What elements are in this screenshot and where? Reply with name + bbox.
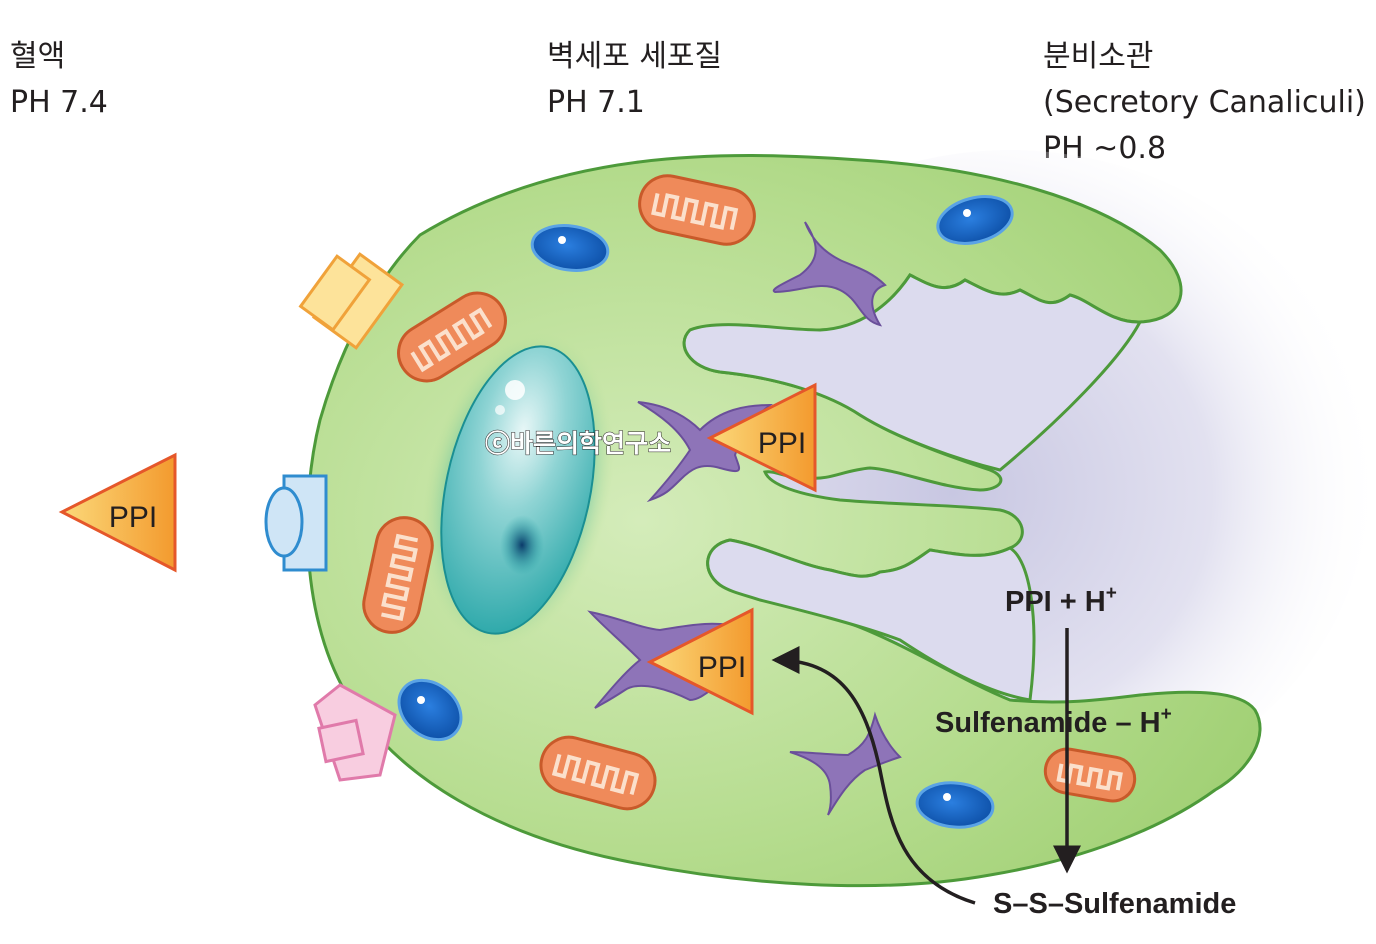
ppi-lower-label: PPI: [698, 651, 746, 684]
reaction-step1: PPI + H+: [1005, 583, 1117, 618]
nucleus-highlight-small: [495, 405, 505, 415]
vesicle-bottom-left: [397, 678, 463, 742]
mitochondrion-upper-left: [397, 291, 507, 383]
proton-pump-top: [772, 221, 887, 327]
canaliculus-upper: [682, 273, 1143, 472]
blood-ph: PH 7.4: [10, 85, 108, 120]
reaction-step1-text: PPI + H: [1005, 586, 1106, 618]
watermark: ⓒ바른의학연구소: [485, 429, 671, 458]
vesicle-bottom-right: [915, 781, 995, 829]
blood-label: 혈액 PH 7.4: [10, 34, 108, 126]
canaliculi-subtitle: (Secretory Canaliculi): [1043, 85, 1366, 120]
blood-name: 혈액: [10, 39, 66, 74]
cytoplasm-ph: PH 7.1: [547, 85, 645, 120]
mitochondrion-bottom: [539, 735, 657, 811]
ppi-cytoplasm-lower: PPI: [646, 607, 754, 716]
ppi-upper-label: PPI: [758, 427, 806, 460]
reaction-step2-text: Sulfenamide – H: [935, 707, 1161, 739]
canaliculi-label: 분비소관 (Secretory Canaliculi) PH ~0.8: [1043, 34, 1366, 172]
reaction-arrow-return: [771, 646, 976, 905]
reaction-step1-sup: +: [1106, 583, 1117, 604]
mitochondrion-top: [638, 174, 756, 246]
vesicle-top-right: [936, 195, 1014, 245]
reaction-step2-sup: +: [1161, 704, 1172, 725]
transporter-yellow: [298, 252, 405, 350]
transporter-pink: [313, 683, 397, 782]
ppi-blood-label: PPI: [109, 501, 157, 534]
nucleolus: [500, 515, 544, 575]
nucleus-highlight: [505, 380, 525, 400]
vesicle-top-left: [530, 224, 610, 272]
canaliculi-name: 분비소관: [1043, 39, 1154, 74]
canaliculus-lower: [706, 538, 1036, 702]
ppi-blood: PPI: [58, 452, 177, 573]
mitochondrion-left: [362, 516, 434, 634]
reaction-step2: Sulfenamide – H+: [935, 704, 1172, 739]
ppi-cytoplasm-upper: PPI: [706, 382, 817, 493]
cytoplasm-name: 벽세포 세포질: [547, 39, 723, 74]
reaction-step3: S–S–Sulfenamide: [993, 888, 1236, 920]
nucleus: [440, 345, 596, 635]
transporter-blue: [264, 474, 328, 572]
cytoplasm-label: 벽세포 세포질 PH 7.1: [547, 34, 722, 126]
